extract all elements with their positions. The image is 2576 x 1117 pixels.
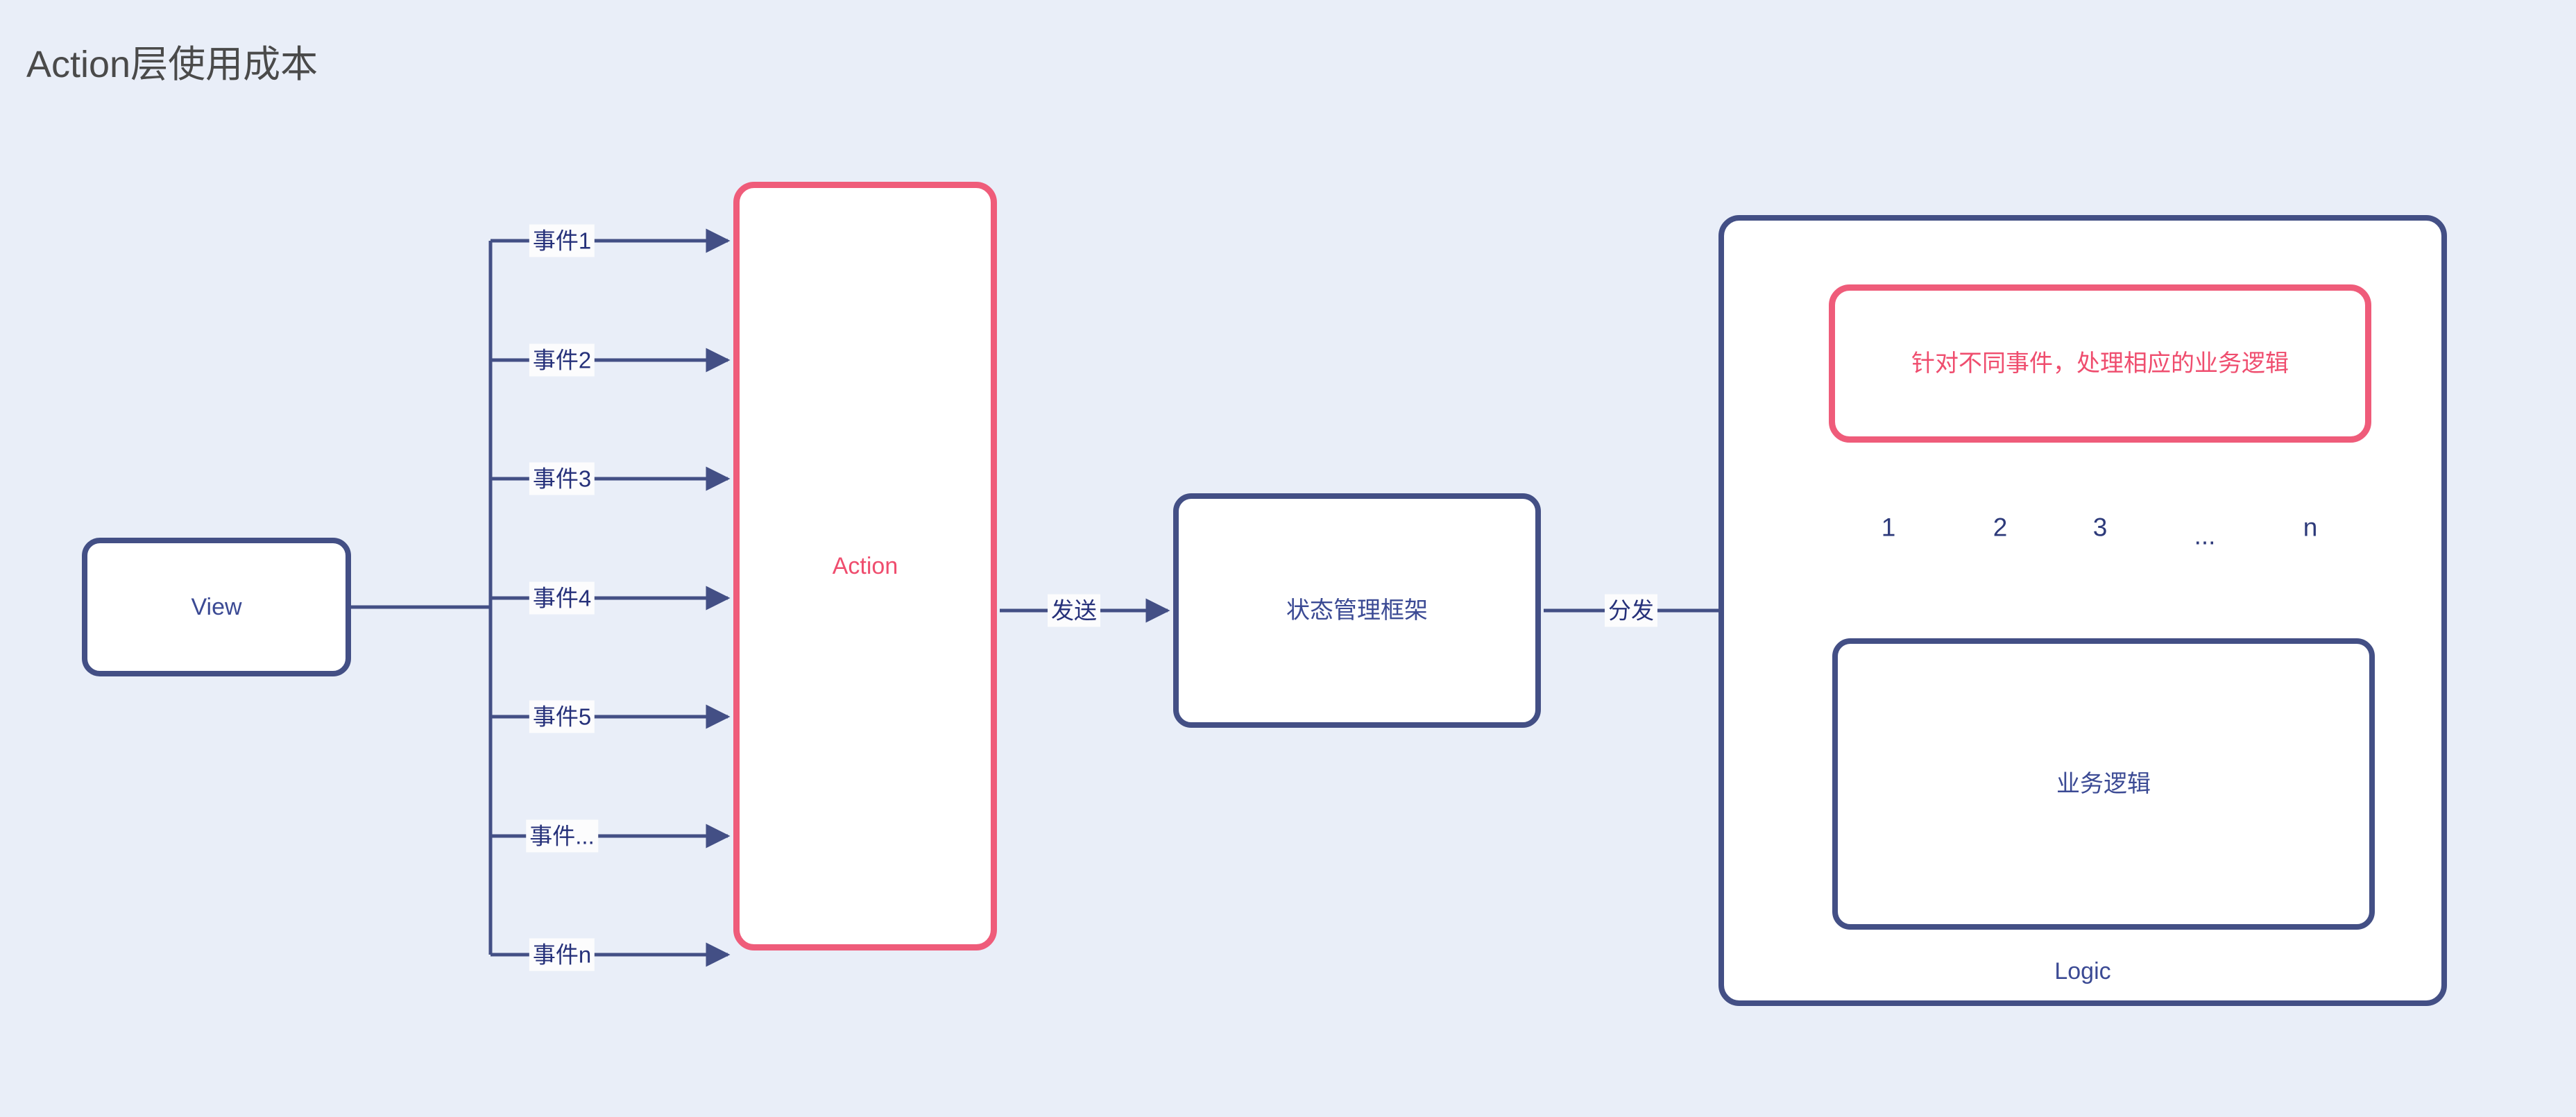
branch-index-label-1: 2 (1988, 513, 2012, 542)
node-business-logic[interactable]: 业务逻辑 (1832, 638, 2375, 930)
event-edge-label-3: 事件4 (529, 581, 595, 615)
flow-edge-label-1: 分发 (1605, 594, 1657, 627)
branch-index-label-3: ... (2190, 521, 2220, 550)
event-edge-label-5: 事件... (526, 819, 598, 853)
event-edge-label-0: 事件1 (529, 224, 595, 257)
node-view-label: View (191, 593, 242, 620)
node-dispatch-description-label: 针对不同事件，处理相应的业务逻辑 (1911, 350, 2289, 377)
branch-index-label-0: 1 (1877, 513, 1900, 542)
node-dispatch-description[interactable]: 针对不同事件，处理相应的业务逻辑 (1829, 284, 2371, 443)
branch-index-label-4: n (2298, 513, 2322, 542)
node-action-label: Action (832, 552, 898, 579)
node-business-logic-label: 业务逻辑 (2056, 770, 2151, 797)
event-edge-label-2: 事件3 (529, 462, 595, 495)
page-title: Action层使用成本 (26, 44, 318, 85)
node-state-framework-label: 状态管理框架 (1286, 597, 1428, 624)
event-edge-label-4: 事件5 (529, 700, 595, 733)
node-view[interactable]: View (82, 538, 351, 676)
node-action[interactable]: Action (733, 182, 997, 950)
branch-index-label-2: 3 (2088, 513, 2112, 542)
logic-container-caption: Logic (2054, 958, 2111, 984)
node-state-framework[interactable]: 状态管理框架 (1173, 493, 1541, 728)
event-edge-label-6: 事件n (529, 938, 595, 971)
flow-edge-label-0: 发送 (1048, 594, 1100, 627)
event-edge-label-1: 事件2 (529, 343, 595, 377)
